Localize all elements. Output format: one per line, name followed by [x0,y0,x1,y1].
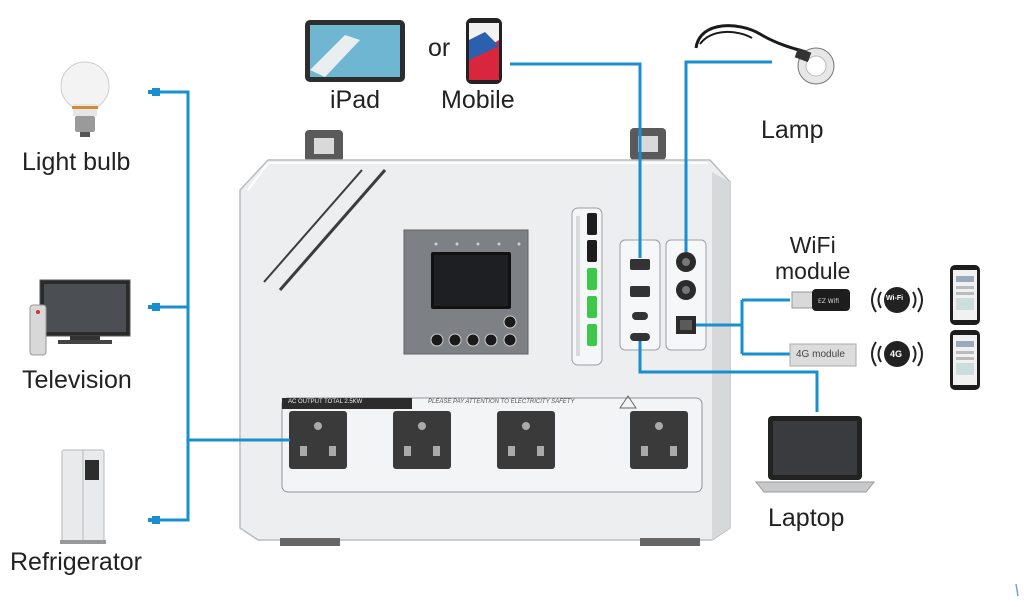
wifi-badge-text: Wi-Fi [886,295,904,302]
ac-output-text: AC OUTPUT TOTAL 2.5KW [288,399,363,405]
smartphone-icon [950,265,980,325]
label-lamp: Lamp [761,116,824,144]
4g-signal-icon [871,341,923,367]
ac-socket [393,411,451,469]
refrigerator-icon [60,449,106,544]
label-wifi-module: WiFi module [775,232,851,284]
ac-outlet-panel [281,397,703,493]
4g-module-text: 4G module [796,349,845,360]
ac-socket [630,411,688,469]
label-ipad: iPad [330,86,381,114]
lamp-icon [694,24,835,85]
usb-c-port [632,312,648,320]
panel-button [466,333,480,347]
battery-led [587,324,597,346]
label-mobile: Mobile [441,86,515,114]
label-television: Television [22,366,132,394]
plug-tips [148,88,160,524]
usb-c-port [630,333,650,341]
smartphone-icon [950,330,980,390]
4g-module-icon [789,343,857,367]
laptop-icon [754,416,876,493]
television-icon [29,279,131,356]
label-laptop: Laptop [768,504,845,532]
panel-button [430,333,444,347]
panel-button [448,333,462,347]
usb-a-port [630,286,650,297]
power-station-unit [239,128,731,546]
ac-socket [497,411,555,469]
4g-badge-text: 4G [890,349,903,359]
panel-button [503,315,517,329]
wifi-dongle-icon: EZ Wifi [791,289,850,311]
safety-notice-text: PLEASE PAY ATTENTION TO ELECTRICITY SAFE… [428,399,575,405]
label-light-bulb: Light bulb [22,148,131,176]
label-refrigerator: Refrigerator [10,548,142,576]
panel-button [484,333,498,347]
svg-text:EZ Wifi: EZ Wifi [818,298,839,305]
light-bulb-icon [60,61,110,137]
ipad-icon [305,20,405,82]
battery-led [587,296,597,318]
connector-lines [160,60,819,522]
mobile-icon [466,18,502,84]
battery-led [587,268,597,290]
usb-a-port [630,259,650,270]
wifi-signal-icon [871,287,923,313]
panel-button [503,333,517,347]
label-or: or [428,34,451,62]
ac-socket [289,411,347,469]
